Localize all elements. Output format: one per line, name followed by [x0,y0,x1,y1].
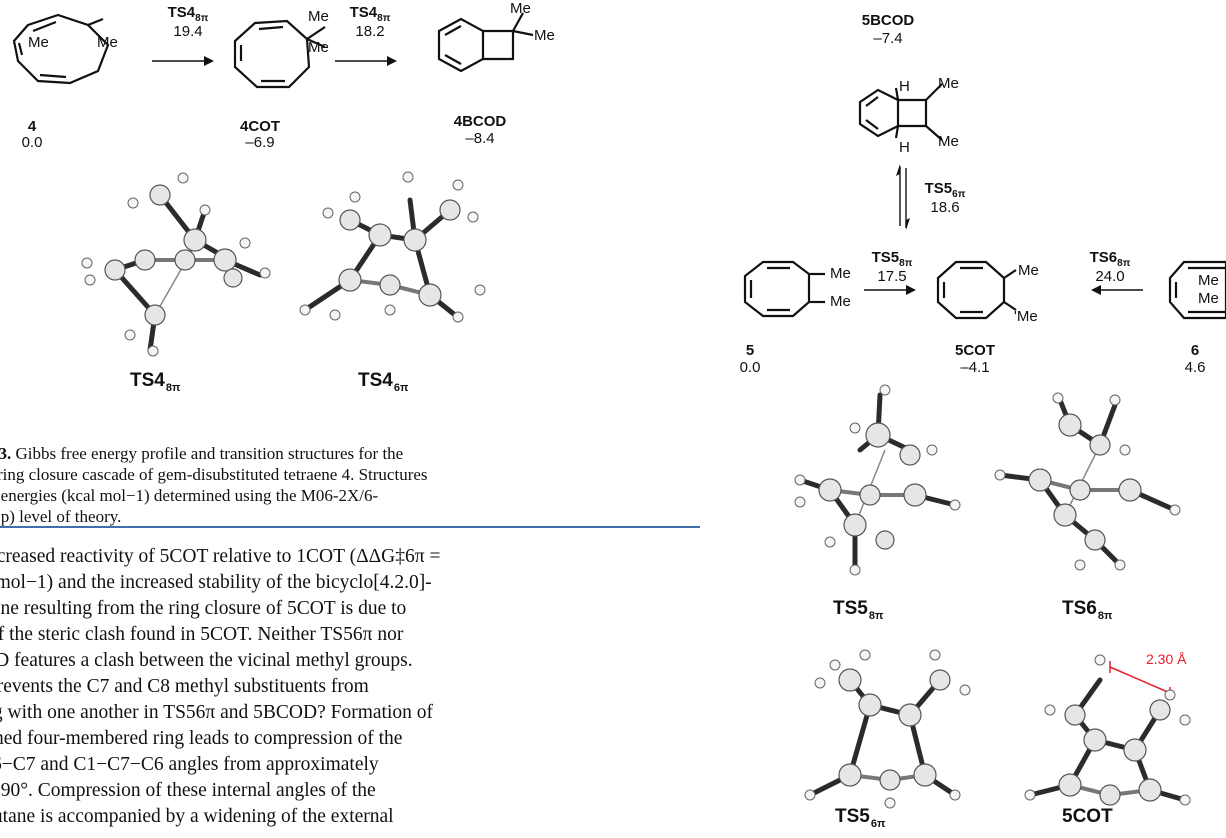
compound-5bcod-me-top: Me [938,75,959,92]
compound-5cot-structure [936,260,1017,320]
compound-4bcod-me-2: Me [534,27,555,44]
ts6-8pi-label: TS68π [1062,598,1113,622]
ts4-8pi-model [81,172,271,357]
compound-5cot-me-1: Me [1018,262,1039,279]
5cot-model-label: 5COT [1062,806,1113,827]
compound-5cot-energy: –4.1 [960,359,990,376]
compound-4bcod-label: 4BCOD [453,113,507,130]
compound-5bcod-h-top: H [899,78,910,95]
compound-5bcod-me-bottom: Me [938,133,959,150]
body-line: cal mol−1) and the increased stability o… [0,572,432,593]
body-line: hing with one another in TS56π and 5BCOD… [0,702,433,723]
compound-4bcod-energy: –8.4 [465,130,495,147]
compound-4bcod-me-1: Me [510,0,531,17]
body-line: lobutane is accompanied by a widening of… [0,806,394,827]
compound-5-structure [743,260,825,318]
arrow-2 [335,56,397,66]
compound-4-me-inner: Me [28,34,49,51]
compound-6-structure [1168,260,1226,320]
body-line: at prevents the C7 and C8 methyl substit… [0,676,369,697]
compound-6-label: 6 [1190,342,1200,359]
compound-4-label: 4 [27,118,37,135]
arrow-1-ts: TS48π [167,4,209,24]
body-line: ef of the steric clash found in 5COT. Ne… [0,624,404,645]
arrow-5 [864,285,916,295]
arrow-2-ts: TS48π [349,4,391,24]
compound-4bcod-structure [437,12,534,73]
compound-5bcod-h-bottom: H [899,139,910,156]
arrow-vertical-energy: 18.6 [930,199,960,216]
compound-4cot-me-2: Me [308,39,329,56]
compound-4-structure [12,13,110,85]
body-line: adiene resulting from the ring closure o… [0,598,407,619]
arrow-6 [1091,285,1143,295]
body-line: COD features a clash between the vicinal… [0,650,413,671]
compound-6-me-1: Me [1198,272,1219,289]
compound-4-me-outer: Me [97,34,118,51]
compound-5bcod-energy: –7.4 [873,30,903,47]
arrow-1-energy: 19.4 [173,23,203,40]
body-paragraph: e increased reactivity of 5COT relative … [0,544,698,830]
compound-5cot-me-2: 'Me [1014,308,1038,325]
compound-5cot-label: 5COT [954,342,995,359]
compound-4-energy: 0.0 [21,134,43,151]
compound-5bcod-structure [858,83,943,141]
body-line: ° to 90°. Compression of these internal … [0,780,376,801]
body-line: −C6−C7 and C1−C7−C6 angles from approxim… [0,754,379,775]
ts4-6pi-model [299,171,486,323]
ts5-8pi-model [794,384,961,576]
body-line: trained four-membered ring leads to comp… [0,728,403,749]
compound-6-energy: 4.6 [1184,359,1206,376]
arrow-2-energy: 18.2 [355,23,385,40]
arrow-5-ts: TS58π [871,249,913,269]
compound-6-me-2: Me [1198,290,1219,307]
compound-5bcod-label: 5BCOD [861,12,915,29]
ts4-8pi-label: TS48π [130,370,181,394]
compound-5-energy: 0.0 [739,359,761,376]
arrow-vertical-ts: TS56π [924,180,966,200]
ts4-6pi-label: TS46π [358,370,409,394]
equilibrium-arrow [896,164,910,230]
compound-4cot-label: 4COT [239,118,280,135]
ts5-6pi-model [804,649,971,809]
compound-5-label: 5 [745,342,755,359]
compound-4cot-energy: –6.9 [245,134,275,151]
body-line: e increased reactivity of 5COT relative … [0,546,441,567]
arrow-6-ts: TS68π [1089,249,1131,269]
ts5-6pi-label: TS56π [835,806,886,830]
ts5-8pi-label: TS58π [833,598,884,622]
compound-4cot-me-1: Me [308,8,329,25]
arrow-5-energy: 17.5 [877,268,907,285]
compound-4cot-structure [233,19,326,89]
5cot-model [1024,654,1191,806]
distance-label: 2.30 Å [1146,651,1187,667]
arrow-1 [152,56,214,66]
compound-5-me-1: Me [830,265,851,282]
ts6-8pi-model [994,392,1181,571]
arrow-6-energy: 24.0 [1095,268,1125,285]
compound-5-me-2: Me [830,293,851,310]
figure-caption: ure 3. Gibbs free energy profile and tra… [0,444,428,526]
caption-divider [0,526,700,528]
